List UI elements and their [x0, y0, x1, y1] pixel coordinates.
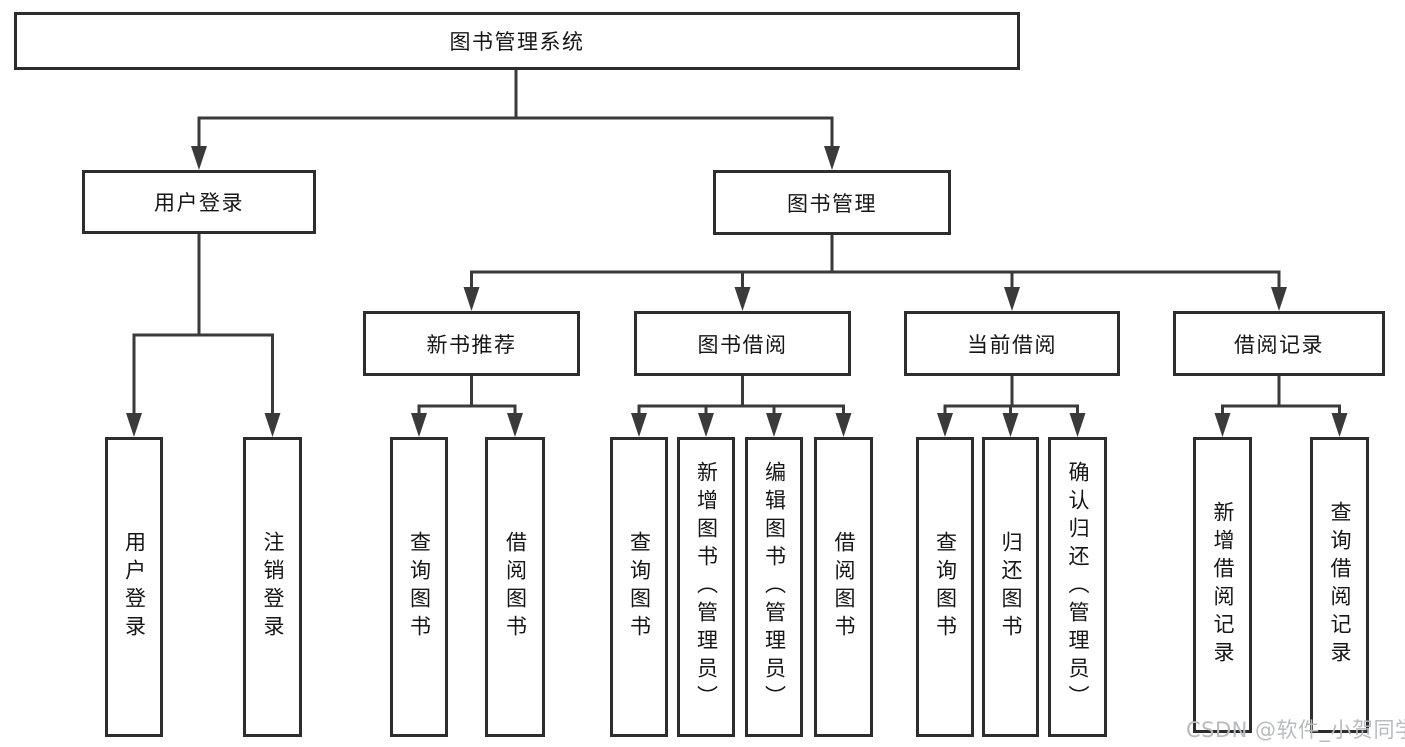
connector-arrowhead — [631, 413, 647, 437]
connector-arrowhead — [411, 413, 427, 437]
node-leaf-add-borrow-record: 新增借阅记录 — [1193, 437, 1252, 733]
node-root-label: 图书管理系统 — [449, 30, 585, 54]
connector-arrowhead — [507, 413, 523, 437]
node-leaf-user-login: 用户登录 — [105, 437, 163, 737]
node-leaf-add-borrow-record-label: 新增借阅记录 — [1211, 501, 1235, 669]
connector-arrowhead — [698, 413, 714, 437]
connector-arrowhead — [126, 413, 142, 437]
node-current-borrow: 当前借阅 — [904, 311, 1120, 376]
connector-arrowhead — [1214, 413, 1231, 437]
node-leaf-query-books-recommend-label: 查询图书 — [407, 531, 432, 643]
node-leaf-borrow-books-recommend-label: 借阅图书 — [503, 531, 528, 643]
node-leaf-query-borrow-record: 查询借阅记录 — [1310, 437, 1369, 733]
node-leaf-add-book-admin: 新增图书（管理员） — [677, 437, 735, 737]
node-book-borrow: 图书借阅 — [634, 311, 851, 376]
connector-arrowhead — [1271, 287, 1287, 311]
node-leaf-add-book-admin-label: 新增图书（管理员） — [694, 461, 719, 713]
connector-arrowhead — [1004, 287, 1020, 311]
node-leaf-logout: 注销登录 — [243, 437, 302, 737]
connector-arrowhead — [824, 146, 840, 170]
connector-arrowhead — [734, 287, 751, 311]
connector-arrowhead — [463, 287, 480, 311]
node-leaf-query-books-borrow: 查询图书 — [610, 437, 668, 737]
node-new-book-recommend: 新书推荐 — [363, 311, 580, 376]
connector-arrowhead — [766, 413, 782, 437]
node-book-management-label: 图书管理 — [787, 191, 877, 216]
node-user-login-label: 用户登录 — [154, 191, 244, 215]
node-leaf-query-books-current-label: 查询图书 — [933, 531, 958, 643]
node-borrow-records: 借阅记录 — [1173, 311, 1385, 376]
node-leaf-user-login-label: 用户登录 — [122, 531, 147, 643]
connector-arrowhead — [1002, 413, 1019, 437]
node-borrow-records-label: 借阅记录 — [1234, 332, 1324, 357]
node-leaf-logout-label: 注销登录 — [261, 531, 285, 643]
node-book-borrow-label: 图书借阅 — [697, 332, 788, 357]
connector-arrowhead — [937, 413, 953, 437]
csdn-watermark: CSDN @软件_小贺同学 — [1186, 718, 1405, 742]
node-leaf-borrow-books-label: 借阅图书 — [832, 531, 856, 643]
connector-arrowhead — [835, 413, 852, 437]
node-leaf-query-books-current: 查询图书 — [916, 437, 974, 737]
node-leaf-query-books-borrow-label: 查询图书 — [627, 531, 652, 643]
connector-arrowhead — [1069, 413, 1086, 437]
node-leaf-query-borrow-record-label: 查询借阅记录 — [1328, 501, 1352, 669]
node-new-book-recommend-label: 新书推荐 — [426, 332, 517, 357]
node-root: 图书管理系统 — [14, 12, 1020, 70]
node-leaf-confirm-return-admin: 确认归还（管理员） — [1048, 437, 1107, 737]
connector-arrowhead — [264, 413, 281, 437]
node-leaf-query-books-recommend: 查询图书 — [390, 437, 448, 737]
node-current-borrow-label: 当前借阅 — [967, 332, 1057, 357]
node-user-login: 用户登录 — [82, 170, 316, 234]
node-leaf-borrow-books-recommend: 借阅图书 — [485, 437, 545, 737]
node-leaf-borrow-books: 借阅图书 — [814, 437, 873, 737]
node-leaf-edit-book-admin: 编辑图书（管理员） — [745, 437, 803, 737]
node-leaf-return-book: 归还图书 — [982, 437, 1039, 737]
node-book-management: 图书管理 — [713, 170, 951, 235]
node-leaf-edit-book-admin-label: 编辑图书（管理员） — [762, 461, 787, 713]
connector-arrowhead — [1331, 413, 1348, 437]
node-leaf-return-book-label: 归还图书 — [999, 531, 1023, 643]
node-leaf-confirm-return-admin-label: 确认归还（管理员） — [1066, 461, 1090, 713]
connector-arrowhead — [191, 146, 207, 170]
